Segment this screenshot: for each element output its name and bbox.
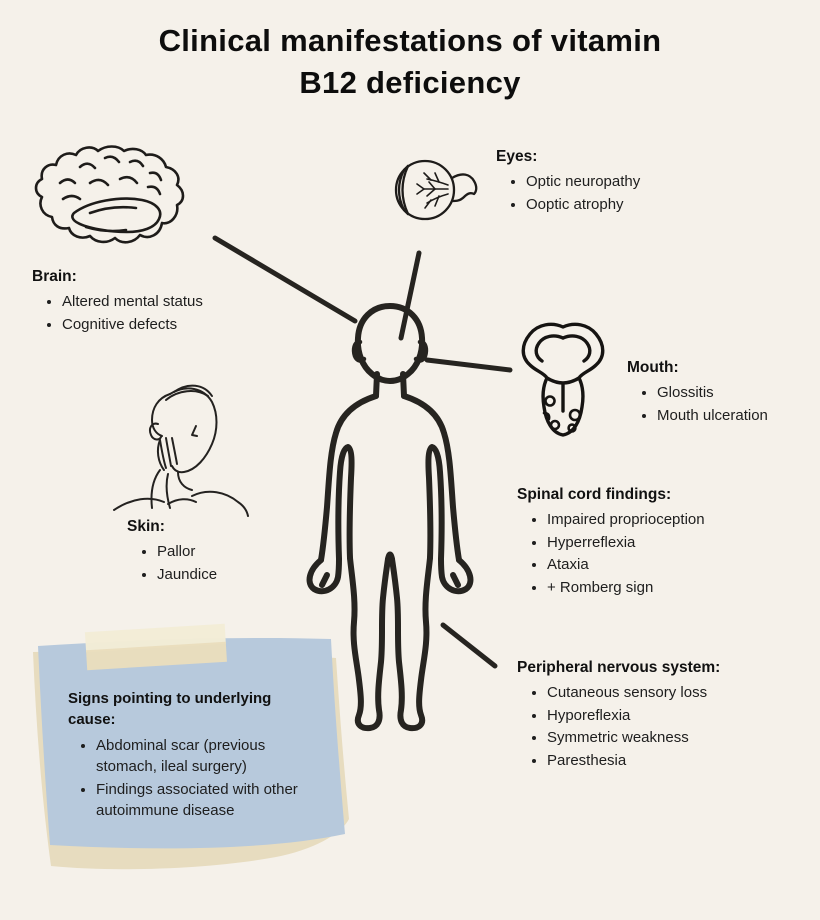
list-item: Symmetric weakness	[547, 727, 767, 750]
page-title-line2: B12 deficiency	[299, 65, 521, 100]
section-eyes: Eyes: Optic neuropathy Ooptic atrophy	[496, 148, 716, 216]
body-ear-left	[351, 339, 367, 363]
list-item: Cutaneous sensory loss	[547, 682, 767, 705]
page-title-line1: Clinical manifestations of vitamin	[158, 23, 662, 58]
list-item: Optic neuropathy	[526, 171, 716, 194]
list-item: Pallor	[157, 541, 287, 564]
mouth-heading: Mouth:	[627, 359, 679, 376]
skin-list: Pallor Jaundice	[127, 541, 287, 586]
tongue-icon	[521, 322, 605, 437]
list-item: Hyperreflexia	[547, 532, 757, 555]
pns-list: Cutaneous sensory loss Hyporeflexia Symm…	[517, 682, 767, 772]
body-arm-slit-right	[425, 444, 445, 562]
brain-list: Altered mental status Cognitive defects	[32, 291, 262, 336]
list-item: Findings associated with other autoimmun…	[96, 780, 308, 821]
spinal-heading: Spinal cord findings:	[517, 486, 672, 503]
body-hand-right	[438, 556, 474, 595]
skin-heading: Skin:	[127, 518, 165, 535]
section-mouth: Mouth: Glossitis Mouth ulceration	[627, 359, 807, 427]
list-item: Cognitive defects	[62, 314, 262, 337]
pns-connector-line	[440, 622, 498, 669]
section-underlying-cause-note: Signs pointing to underlying cause: Abdo…	[68, 688, 320, 824]
eye-connector-line	[398, 250, 422, 341]
mouth-list: Glossitis Mouth ulceration	[627, 382, 807, 427]
list-item: Mouth ulceration	[657, 405, 807, 428]
body-arm-left	[318, 393, 379, 563]
page-title: Clinical manifestations of vitamin B12 d…	[0, 20, 820, 104]
list-item: Altered mental status	[62, 291, 262, 314]
list-item: + Romberg sign	[547, 577, 757, 600]
section-skin: Skin: Pallor Jaundice	[127, 518, 287, 586]
spinal-list: Impaired proprioception Hyperreflexia At…	[517, 509, 757, 599]
brain-connector-line	[212, 235, 358, 324]
body-arm-slit-left	[335, 444, 355, 562]
sticky-note	[33, 623, 349, 870]
body-leg-left	[347, 555, 391, 732]
body-ear-right	[413, 339, 429, 363]
body-arm-right	[401, 393, 462, 563]
list-item: Glossitis	[657, 382, 807, 405]
pns-heading: Peripheral nervous system:	[517, 659, 721, 676]
note-heading: Signs pointing to underlying cause:	[68, 690, 272, 728]
brain-icon	[34, 145, 185, 244]
section-spinal-cord: Spinal cord findings: Impaired proprioce…	[517, 486, 757, 599]
list-item: Ataxia	[547, 554, 757, 577]
section-brain: Brain: Altered mental status Cognitive d…	[32, 268, 262, 336]
mouth-connector-line	[424, 357, 513, 373]
eyes-list: Optic neuropathy Ooptic atrophy	[496, 171, 716, 216]
brain-heading: Brain:	[32, 268, 77, 285]
body-figure	[306, 303, 474, 732]
note-list: Abdominal scar (previous stomach, ileal …	[68, 736, 308, 821]
section-peripheral-nervous-system: Peripheral nervous system: Cutaneous sen…	[517, 659, 767, 772]
body-head	[354, 303, 426, 384]
note-paper-blue	[38, 637, 345, 849]
tape-strip	[84, 623, 227, 671]
body-hand-left	[306, 556, 342, 595]
list-item: Abdominal scar (previous stomach, ileal …	[96, 736, 308, 777]
body-neck	[373, 371, 407, 399]
list-item: Paresthesia	[547, 750, 767, 773]
list-item: Jaundice	[157, 564, 287, 587]
face-icon	[113, 384, 249, 517]
body-leg-right	[389, 555, 433, 732]
eyes-heading: Eyes:	[496, 148, 538, 165]
list-item: Impaired proprioception	[547, 509, 757, 532]
eye-icon	[394, 159, 478, 221]
list-item: Hyporeflexia	[547, 705, 767, 728]
connector-lines	[212, 235, 513, 669]
list-item: Ooptic atrophy	[526, 194, 716, 217]
